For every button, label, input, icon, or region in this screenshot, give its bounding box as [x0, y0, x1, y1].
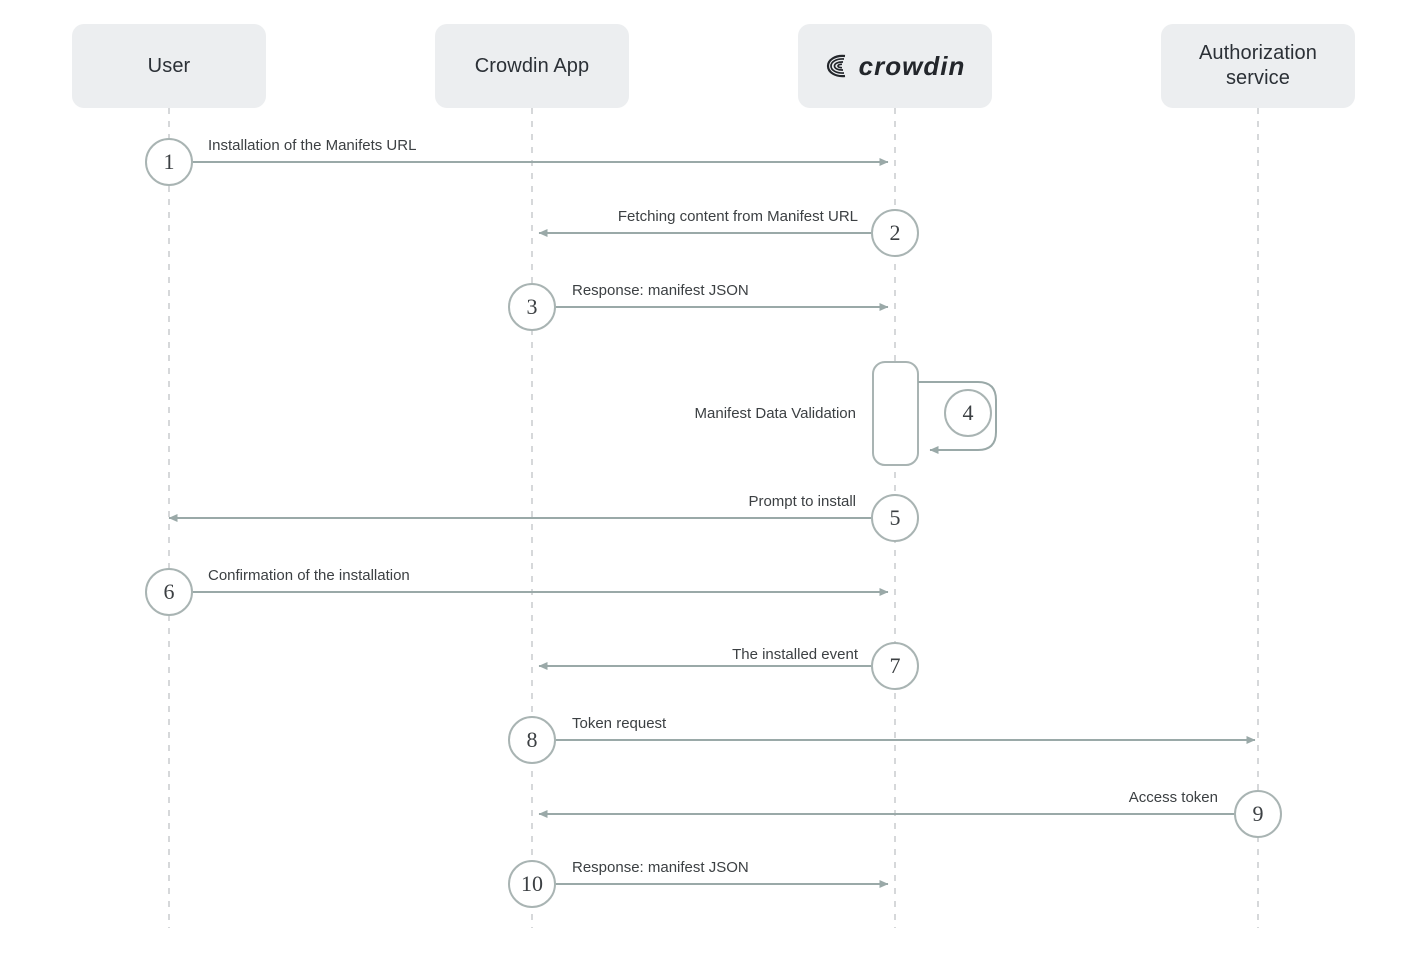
step-circle-10[interactable] — [508, 860, 556, 908]
self-loop-arrow-step-4 — [918, 381, 997, 454]
participant-authorization-service[interactable]: Authorization service — [1161, 24, 1355, 108]
participant-crowdin[interactable]: crowdin — [798, 24, 992, 108]
crowdin-wordmark: crowdin — [858, 50, 966, 81]
step-circle-8[interactable] — [508, 716, 556, 764]
step-circle-3[interactable] — [508, 283, 556, 331]
message-label-2: Fetching content from Manifest URL — [617, 208, 858, 225]
step-circle-9[interactable] — [1234, 790, 1282, 838]
message-label-3: Response: manifest JSON — [572, 282, 749, 299]
activation-box-crowdin — [872, 361, 919, 466]
step-circle-4[interactable] — [944, 389, 992, 437]
participant-crowdin-app[interactable]: Crowdin App — [435, 24, 629, 108]
step-circle-6[interactable] — [145, 568, 193, 616]
message-arrows — [168, 158, 1256, 888]
message-label-9: Access token — [1128, 789, 1218, 806]
message-label-4: Manifest Data Validation — [694, 405, 856, 422]
step-circle-5[interactable] — [871, 494, 919, 542]
participant-user-label: User — [147, 54, 191, 77]
message-label-7: The installed event — [732, 646, 858, 663]
participant-authorization-service-label: Authorization service — [1199, 41, 1317, 91]
step-circle-1[interactable] — [145, 138, 193, 186]
participant-crowdin-app-label: Crowdin App — [474, 54, 590, 77]
step-circles — [145, 138, 1282, 908]
message-label-6: Confirmation of the installation — [208, 567, 410, 584]
step-circle-7[interactable] — [871, 642, 919, 690]
participant-user[interactable]: User — [72, 24, 266, 108]
message-label-1: Installation of the Manifets URL — [208, 137, 417, 154]
message-label-10: Response: manifest JSON — [572, 859, 749, 876]
crowdin-swirl-icon — [826, 54, 845, 78]
auth-label-line1: Authorization — [1198, 42, 1318, 64]
auth-label-line2: service — [1225, 67, 1291, 89]
crowdin-logo: crowdin — [825, 51, 966, 82]
activation-and-self-loop — [872, 361, 997, 466]
step-circle-2[interactable] — [871, 209, 919, 257]
message-label-8: Token request — [572, 715, 667, 732]
message-label-5: Prompt to install — [748, 493, 856, 510]
